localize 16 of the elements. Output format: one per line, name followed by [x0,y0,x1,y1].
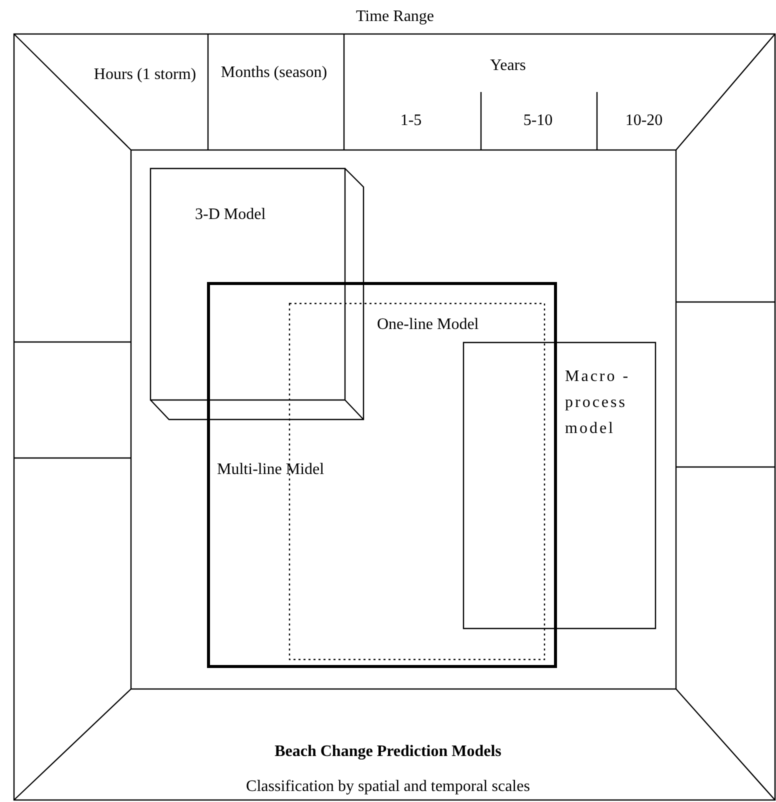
axis-title: Time Range [354,7,436,27]
model-label: Macro - process model [565,367,632,439]
model-label: 3-D Model [195,205,267,225]
column-header: 10-20 [624,111,664,131]
thick-box [207,282,557,668]
column-header: 5-10 [522,111,554,131]
model-box [463,342,656,629]
column-header: Years [489,56,527,76]
column-header: 1-5 [399,111,423,131]
block-box [150,168,364,420]
diagram-title: Beach Change Prediction Models [274,742,502,762]
diagram-caption: Classification by spatial and temporal scales [245,777,531,797]
model-label: Multi-line Midel [217,460,326,480]
column-header: Months (season) [220,63,328,83]
model-label: One-line Model [377,315,480,335]
column-header: Hours (1 storm) [92,65,198,85]
